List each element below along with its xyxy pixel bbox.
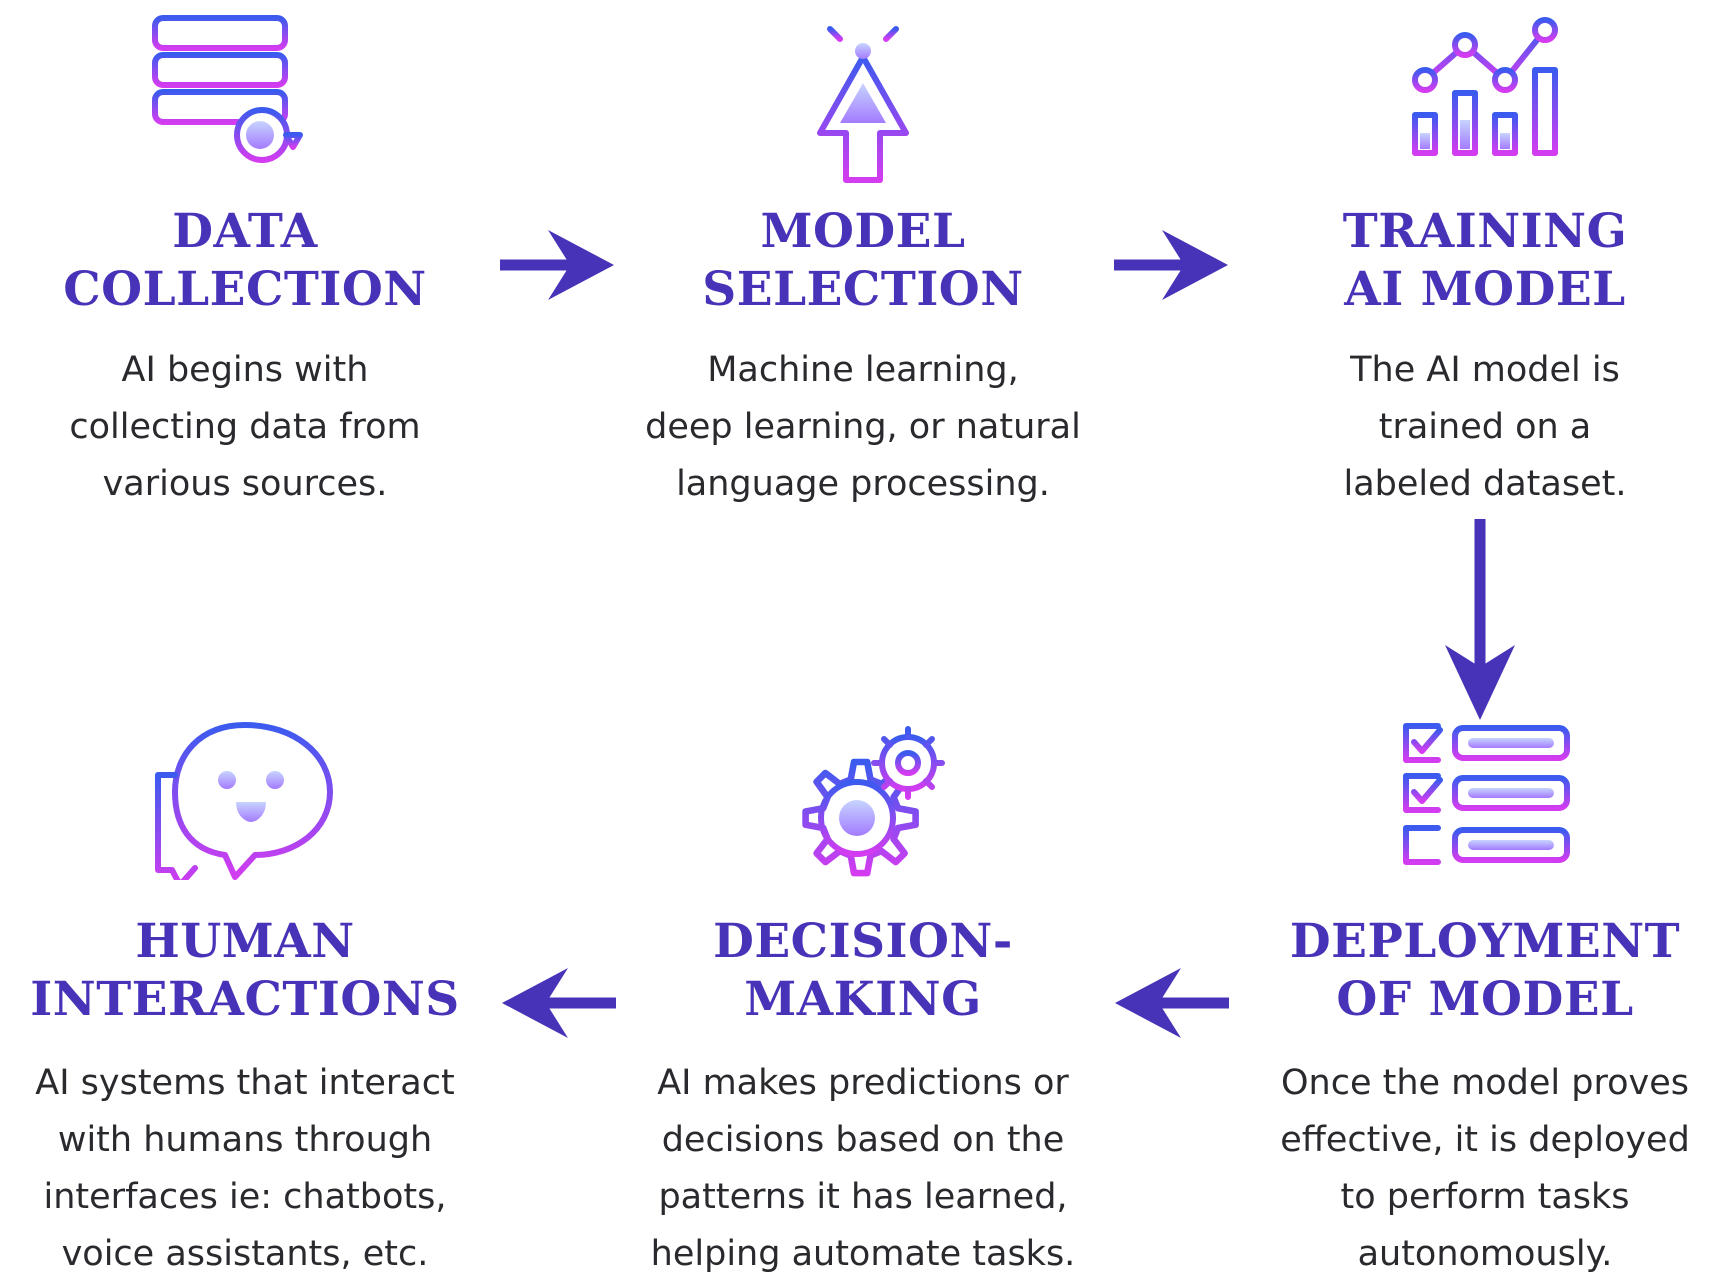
step-description: AI begins with collecting data from vari… — [69, 350, 421, 504]
step-title: TRAINING AI MODEL — [1342, 204, 1628, 317]
step-title: MODEL SELECTION — [702, 204, 1024, 317]
step-description: Machine learning, deep learning, or natu… — [645, 350, 1081, 504]
cursor-arrow-icon — [817, 16, 909, 183]
checklist-icon — [1403, 723, 1570, 865]
database-icon — [152, 15, 303, 163]
step-title: DATA COLLECTION — [63, 204, 427, 317]
step-description: The AI model is trained on a labeled dat… — [1343, 350, 1627, 504]
arrow-left-icon — [1115, 968, 1229, 1038]
gears-icon — [802, 726, 945, 877]
arrow-left-icon — [502, 968, 616, 1038]
chat-bot-icon — [155, 722, 333, 880]
step-title: DEPLOYMENT OF MODEL — [1289, 914, 1681, 1027]
step-title: HUMAN INTERACTIONS — [30, 914, 460, 1027]
step-description: AI systems that interact with humans thr… — [35, 1063, 455, 1274]
arrow-right-icon — [500, 230, 614, 300]
step-description: Once the model proves effective, it is d… — [1280, 1063, 1690, 1274]
step-title: DECISION- MAKING — [713, 914, 1013, 1027]
bar-line-chart-icon — [1412, 17, 1558, 156]
arrow-down-icon — [1445, 519, 1515, 720]
arrow-right-icon — [1114, 230, 1228, 300]
step-description: AI makes predictions or decisions based … — [650, 1063, 1076, 1274]
